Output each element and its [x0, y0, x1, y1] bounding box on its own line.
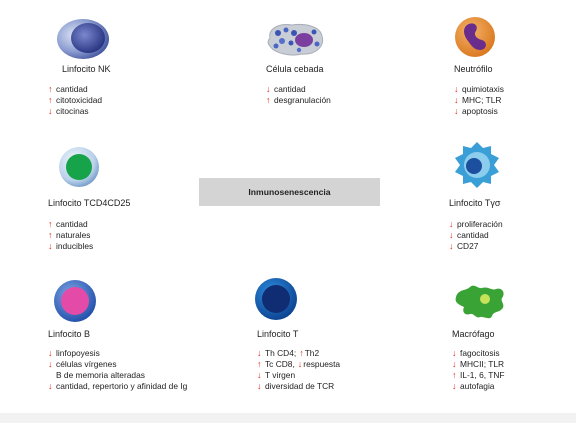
arrow-icon: ↓	[297, 359, 303, 369]
nk-cell-label: Linfocito NK	[62, 64, 111, 74]
macrophage-label: Macrófago	[452, 329, 495, 339]
arrow-icon: ↓	[48, 106, 53, 116]
arrow-icon: ↓	[257, 381, 262, 391]
arrow-icon: ↓	[454, 106, 459, 116]
treg-cell-icon	[59, 147, 99, 187]
feature-item: ↓proliferación	[449, 219, 503, 229]
feature-item: ↑IL-1, 6, TNF	[452, 370, 505, 380]
arrow-icon: ↓	[452, 381, 457, 391]
feature-item: ↓MHCII; TLR	[452, 359, 505, 369]
feature-item: ↓células vírgenes	[48, 359, 117, 369]
arrow-icon: ↓	[48, 348, 53, 358]
feature-item: ↓CD27	[449, 241, 479, 251]
arrow-icon: ↓	[48, 381, 53, 391]
arrow-icon: ↑	[48, 230, 53, 240]
gamma-delta-t-cell-features: ↓proliferación ↓cantidad ↓CD27	[449, 219, 503, 252]
arrow-icon: ↓	[257, 348, 262, 358]
feature-item: ↓citocinas	[48, 106, 89, 116]
arrow-icon: ↓	[454, 84, 459, 94]
feature-item: ↓inducibles	[48, 241, 94, 251]
feature-item: ↑desgranulación	[266, 95, 331, 105]
mast-cell-features: ↓cantidad ↑desgranulación	[266, 84, 331, 106]
feature-item: ↓linfopoyesis	[48, 348, 100, 358]
arrow-icon: ↓	[48, 359, 53, 369]
feature-item: ↓T virgen	[257, 370, 296, 380]
neutrophil-label: Neutrófilo	[454, 64, 493, 74]
nk-cell-features: ↑cantidad ↑citotoxicidad ↓citocinas	[48, 84, 102, 117]
neutrophil-features: ↓quimiotaxis ↓MHC; TLR ↓apoptosis	[454, 84, 504, 117]
feature-item: ↑naturales	[48, 230, 91, 240]
arrow-icon: ↓	[452, 359, 457, 369]
mast-cell-icon	[267, 23, 324, 56]
arrow-icon: ↑	[452, 370, 457, 380]
neutrophil-icon	[455, 17, 495, 57]
arrow-icon: ↓	[48, 241, 53, 251]
treg-cell-features: ↑cantidad ↑naturales ↓inducibles	[48, 219, 93, 252]
arrow-icon: ↑	[48, 84, 53, 94]
feature-item: B de memoria alteradas	[56, 370, 145, 380]
b-cell-label: Linfocito B	[48, 329, 91, 339]
feature-item: ↑citotoxicidad	[48, 95, 103, 105]
b-cell-icon	[54, 280, 96, 322]
mast-cell-label: Célula cebada	[266, 64, 324, 74]
arrow-icon: ↑	[257, 359, 262, 369]
b-cell-features: ↓linfopoyesis ↓células vírgenes B de mem…	[48, 348, 187, 392]
arrow-icon: ↓	[449, 241, 454, 251]
t-cell-features: ↓Th CD4;↑Th2 ↑Tc CD8,↓respuesta ↓T virge…	[257, 348, 340, 392]
macrophage-features: ↓fagocitosis ↓MHCII; TLR ↑IL-1, 6, TNF ↓…	[452, 348, 505, 392]
feature-item: ↓quimiotaxis	[454, 84, 504, 94]
treg-cell-label: Linfocito TCD4CD25	[48, 198, 131, 208]
feature-item: ↓cantidad	[449, 230, 489, 240]
gamma-delta-t-cell-label: Linfocito Tγσ	[449, 198, 501, 208]
arrow-icon: ↑	[266, 95, 271, 105]
feature-item: ↑Tc CD8,↓respuesta	[257, 359, 341, 369]
feature-item: ↓Th CD4;↑Th2	[257, 348, 320, 358]
nk-cell-icon	[57, 19, 109, 59]
arrow-icon: ↑	[48, 219, 53, 229]
arrow-icon: ↑	[48, 95, 53, 105]
arrow-icon: ↑	[299, 348, 304, 358]
t-cell-icon	[255, 278, 297, 320]
feature-item: ↓diversidad de TCR	[257, 381, 335, 391]
gamma-delta-t-cell-icon	[455, 142, 499, 188]
feature-item: ↑cantidad	[48, 219, 88, 229]
arrow-icon: ↓	[449, 219, 454, 229]
arrow-icon: ↓	[266, 84, 271, 94]
macrophage-icon	[455, 285, 504, 319]
center-label: Inmunosenescencia	[199, 178, 380, 206]
feature-item: ↓cantidad	[266, 84, 306, 94]
feature-item: ↓MHC; TLR	[454, 95, 502, 105]
bottom-band	[0, 413, 576, 423]
feature-item: ↓cantidad, repertorio y afinidad de Ig	[48, 381, 188, 391]
feature-item: ↑cantidad	[48, 84, 88, 94]
t-cell-label: Linfocito T	[257, 329, 299, 339]
feature-item: ↓fagocitosis	[452, 348, 500, 358]
arrow-icon: ↓	[257, 370, 262, 380]
arrow-icon: ↓	[449, 230, 454, 240]
arrow-icon: ↓	[452, 348, 457, 358]
feature-item: ↓autofagia	[452, 381, 495, 391]
feature-item: ↓apoptosis	[454, 106, 498, 116]
arrow-icon: ↓	[454, 95, 459, 105]
